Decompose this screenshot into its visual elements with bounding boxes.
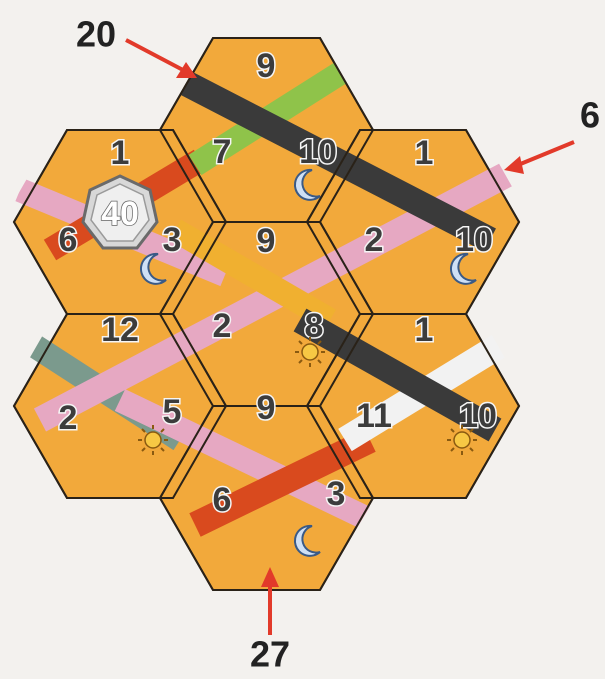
tile-center-number-right: 8	[305, 307, 324, 345]
tile-upper-right-number-top: 1	[415, 134, 434, 172]
tile-bottom-number-top: 9	[257, 389, 276, 427]
tile-top-number-right: 10	[299, 133, 337, 171]
tile-center-number-top: 9	[257, 222, 276, 260]
tile-lower-left-number-left: 2	[59, 399, 78, 437]
tile-lower-right-number-top: 1	[415, 311, 434, 349]
tile-upper-right-number-left: 2	[365, 221, 384, 259]
tile-lower-right-number-right: 10	[459, 397, 497, 435]
tile-upper-left-number-right: 3	[163, 221, 182, 259]
callout-right-label: 6	[580, 95, 600, 136]
tile-upper-left-number-top: 1	[111, 134, 130, 172]
callout-bottom-label: 27	[250, 634, 290, 675]
tile-bottom-number-left: 6	[213, 481, 232, 519]
arrow-icon	[504, 142, 574, 174]
arrow-icon	[126, 40, 197, 78]
tile-upper-left-number-left: 6	[59, 221, 78, 259]
score-badge-value: 40	[101, 195, 139, 233]
tile-center-number-left: 2	[213, 307, 232, 345]
tile-bottom-number-right: 3	[327, 475, 346, 513]
tile-upper-right-number-right: 10	[455, 221, 493, 259]
score-badge: 40	[83, 176, 157, 248]
callout-top-label: 20	[76, 14, 116, 55]
tile-lower-left-number-top: 12	[101, 311, 139, 349]
tile-lower-right-number-left: 11	[356, 397, 392, 435]
tile-top-number-left: 7	[213, 133, 232, 171]
tile-top-number-top: 9	[257, 47, 276, 85]
tile-lower-left-number-right: 5	[163, 393, 182, 431]
